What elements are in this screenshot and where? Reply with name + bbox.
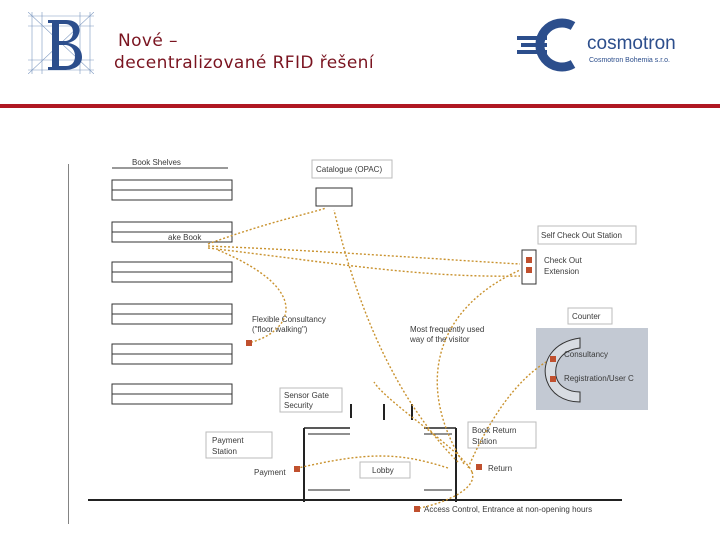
- book-shelves-label: Book Shelves: [132, 158, 181, 167]
- registration-marker: [550, 376, 556, 382]
- payment-station-callout: [205, 431, 273, 459]
- header-rule: [0, 104, 720, 108]
- access-control-marker: [414, 506, 420, 512]
- most-frequent-label-1: Most frequently used: [410, 325, 484, 334]
- title-line-2: decentralizované RFID řešení: [114, 53, 374, 73]
- flexible-consultancy-label: Flexible Consultancy: [252, 315, 326, 324]
- catalogue-terminal: [315, 187, 353, 207]
- payment-station-label-1: Payment: [212, 436, 244, 445]
- book-shelves: [68, 164, 233, 524]
- extension-marker: [526, 267, 532, 273]
- check-out-label: Check Out: [544, 256, 583, 265]
- payment-label: Payment: [254, 468, 286, 477]
- slide-title: Nové – decentralizované RFID řešení: [114, 30, 374, 74]
- book-return-label-1: Book Return: [472, 426, 516, 435]
- cosmotron-c-mark: [517, 18, 576, 72]
- catalogue-callout: [311, 159, 393, 179]
- security-label: Security: [284, 401, 313, 410]
- sensor-gate-callout: [279, 387, 343, 413]
- library-floor-plan: Book Shelves Catalogue (OPAC) ake Book S…: [68, 158, 648, 524]
- self-checkout-callout: [537, 225, 637, 245]
- payment-station-label-2: Station: [212, 447, 237, 456]
- book-return-label-2: Station: [472, 437, 497, 446]
- return-marker: [476, 464, 482, 470]
- registration-label: Registration/User C: [564, 374, 634, 383]
- cosmotron-name: cosmotron: [587, 33, 676, 54]
- title-line-1: Nové –: [118, 31, 178, 51]
- check-out-marker: [526, 257, 532, 263]
- flexible-consultancy-marker: [246, 340, 252, 346]
- consultancy-marker: [550, 356, 556, 362]
- catalogue-label: Catalogue (OPAC): [316, 165, 382, 174]
- counter-label: Counter: [572, 312, 601, 321]
- counter-callout: [567, 307, 613, 325]
- return-label: Return: [488, 464, 512, 473]
- access-control-label: Access Control, Entrance at non-opening …: [424, 505, 592, 514]
- self-checkout-station: [521, 249, 537, 285]
- consultancy-label: Consultancy: [564, 350, 608, 359]
- extension-label: Extension: [544, 267, 579, 276]
- most-frequent-label-2: way of the visitor: [409, 335, 470, 344]
- payment-marker: [294, 466, 300, 472]
- sensor-gate-posts: [350, 404, 413, 420]
- cosmotron-subtitle: Cosmotron Bohemia s.r.o.: [589, 57, 670, 64]
- lobby-label: Lobby: [372, 466, 394, 475]
- lobby-callout: [359, 461, 411, 479]
- sensor-gate-label: Sensor Gate: [284, 391, 329, 400]
- counter-desk: [544, 337, 581, 403]
- take-book-label: ake Book: [168, 233, 202, 242]
- b-logo: [28, 12, 94, 74]
- entrance-structure: [88, 427, 622, 502]
- floor-walking-label: ("floor walking"): [252, 325, 308, 334]
- visitor-paths: [207, 207, 547, 509]
- cosmotron-logo: cosmotron Cosmotron Bohemia s.r.o.: [517, 18, 676, 72]
- book-return-callout: [467, 421, 537, 449]
- self-checkout-label: Self Check Out Station: [541, 231, 622, 240]
